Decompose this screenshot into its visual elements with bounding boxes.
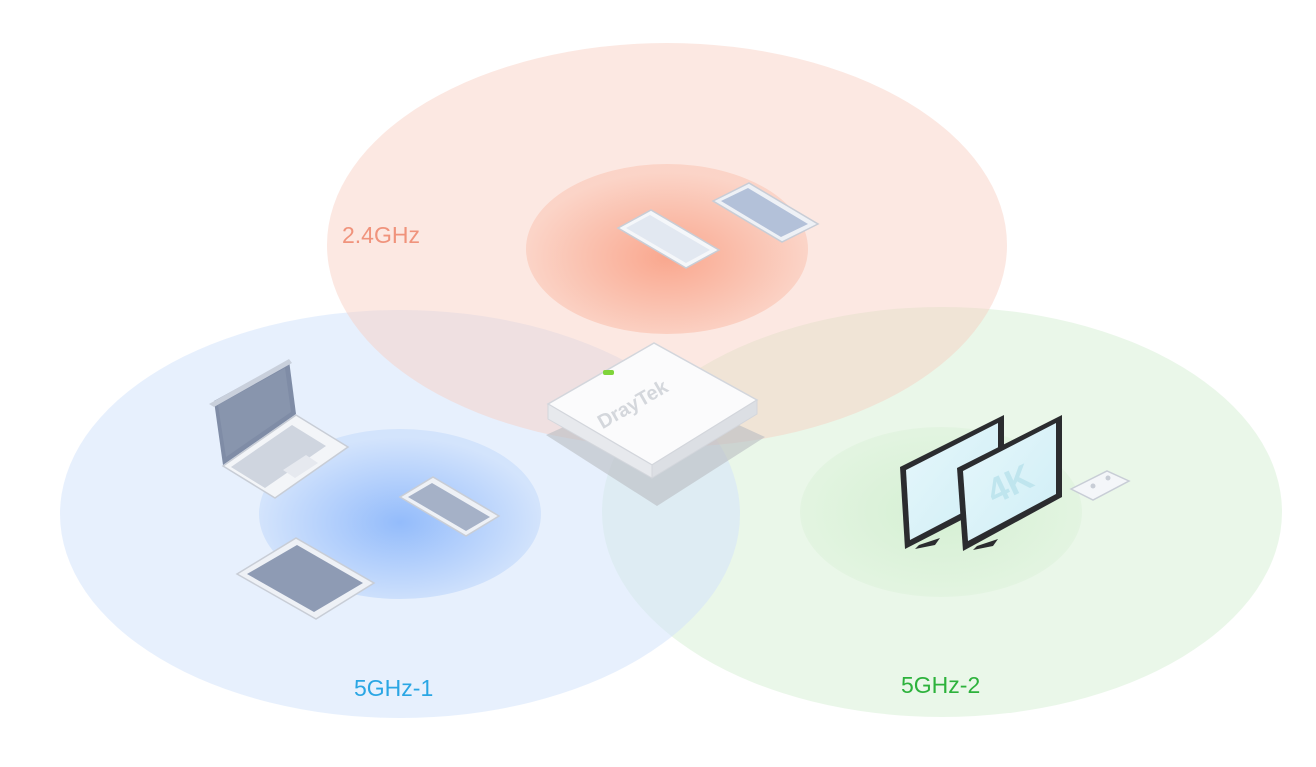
band-label-5ghz-2: 5GHz-2 (901, 672, 981, 698)
game-controller-icon (1069, 470, 1131, 501)
tablet-icon (235, 537, 376, 620)
band-label-5ghz-1: 5GHz-1 (354, 675, 434, 701)
phone-icon (711, 182, 820, 243)
phone-icon (398, 476, 501, 537)
laptop-icon (209, 359, 350, 499)
tv-4k-icon: 4K (957, 415, 1062, 551)
status-led (603, 370, 614, 375)
tv-icon (900, 415, 1004, 549)
phone-icon (616, 209, 721, 269)
band-label-2-4ghz: 2.4GHz (342, 222, 420, 248)
router-device: DrayTek (546, 342, 765, 506)
